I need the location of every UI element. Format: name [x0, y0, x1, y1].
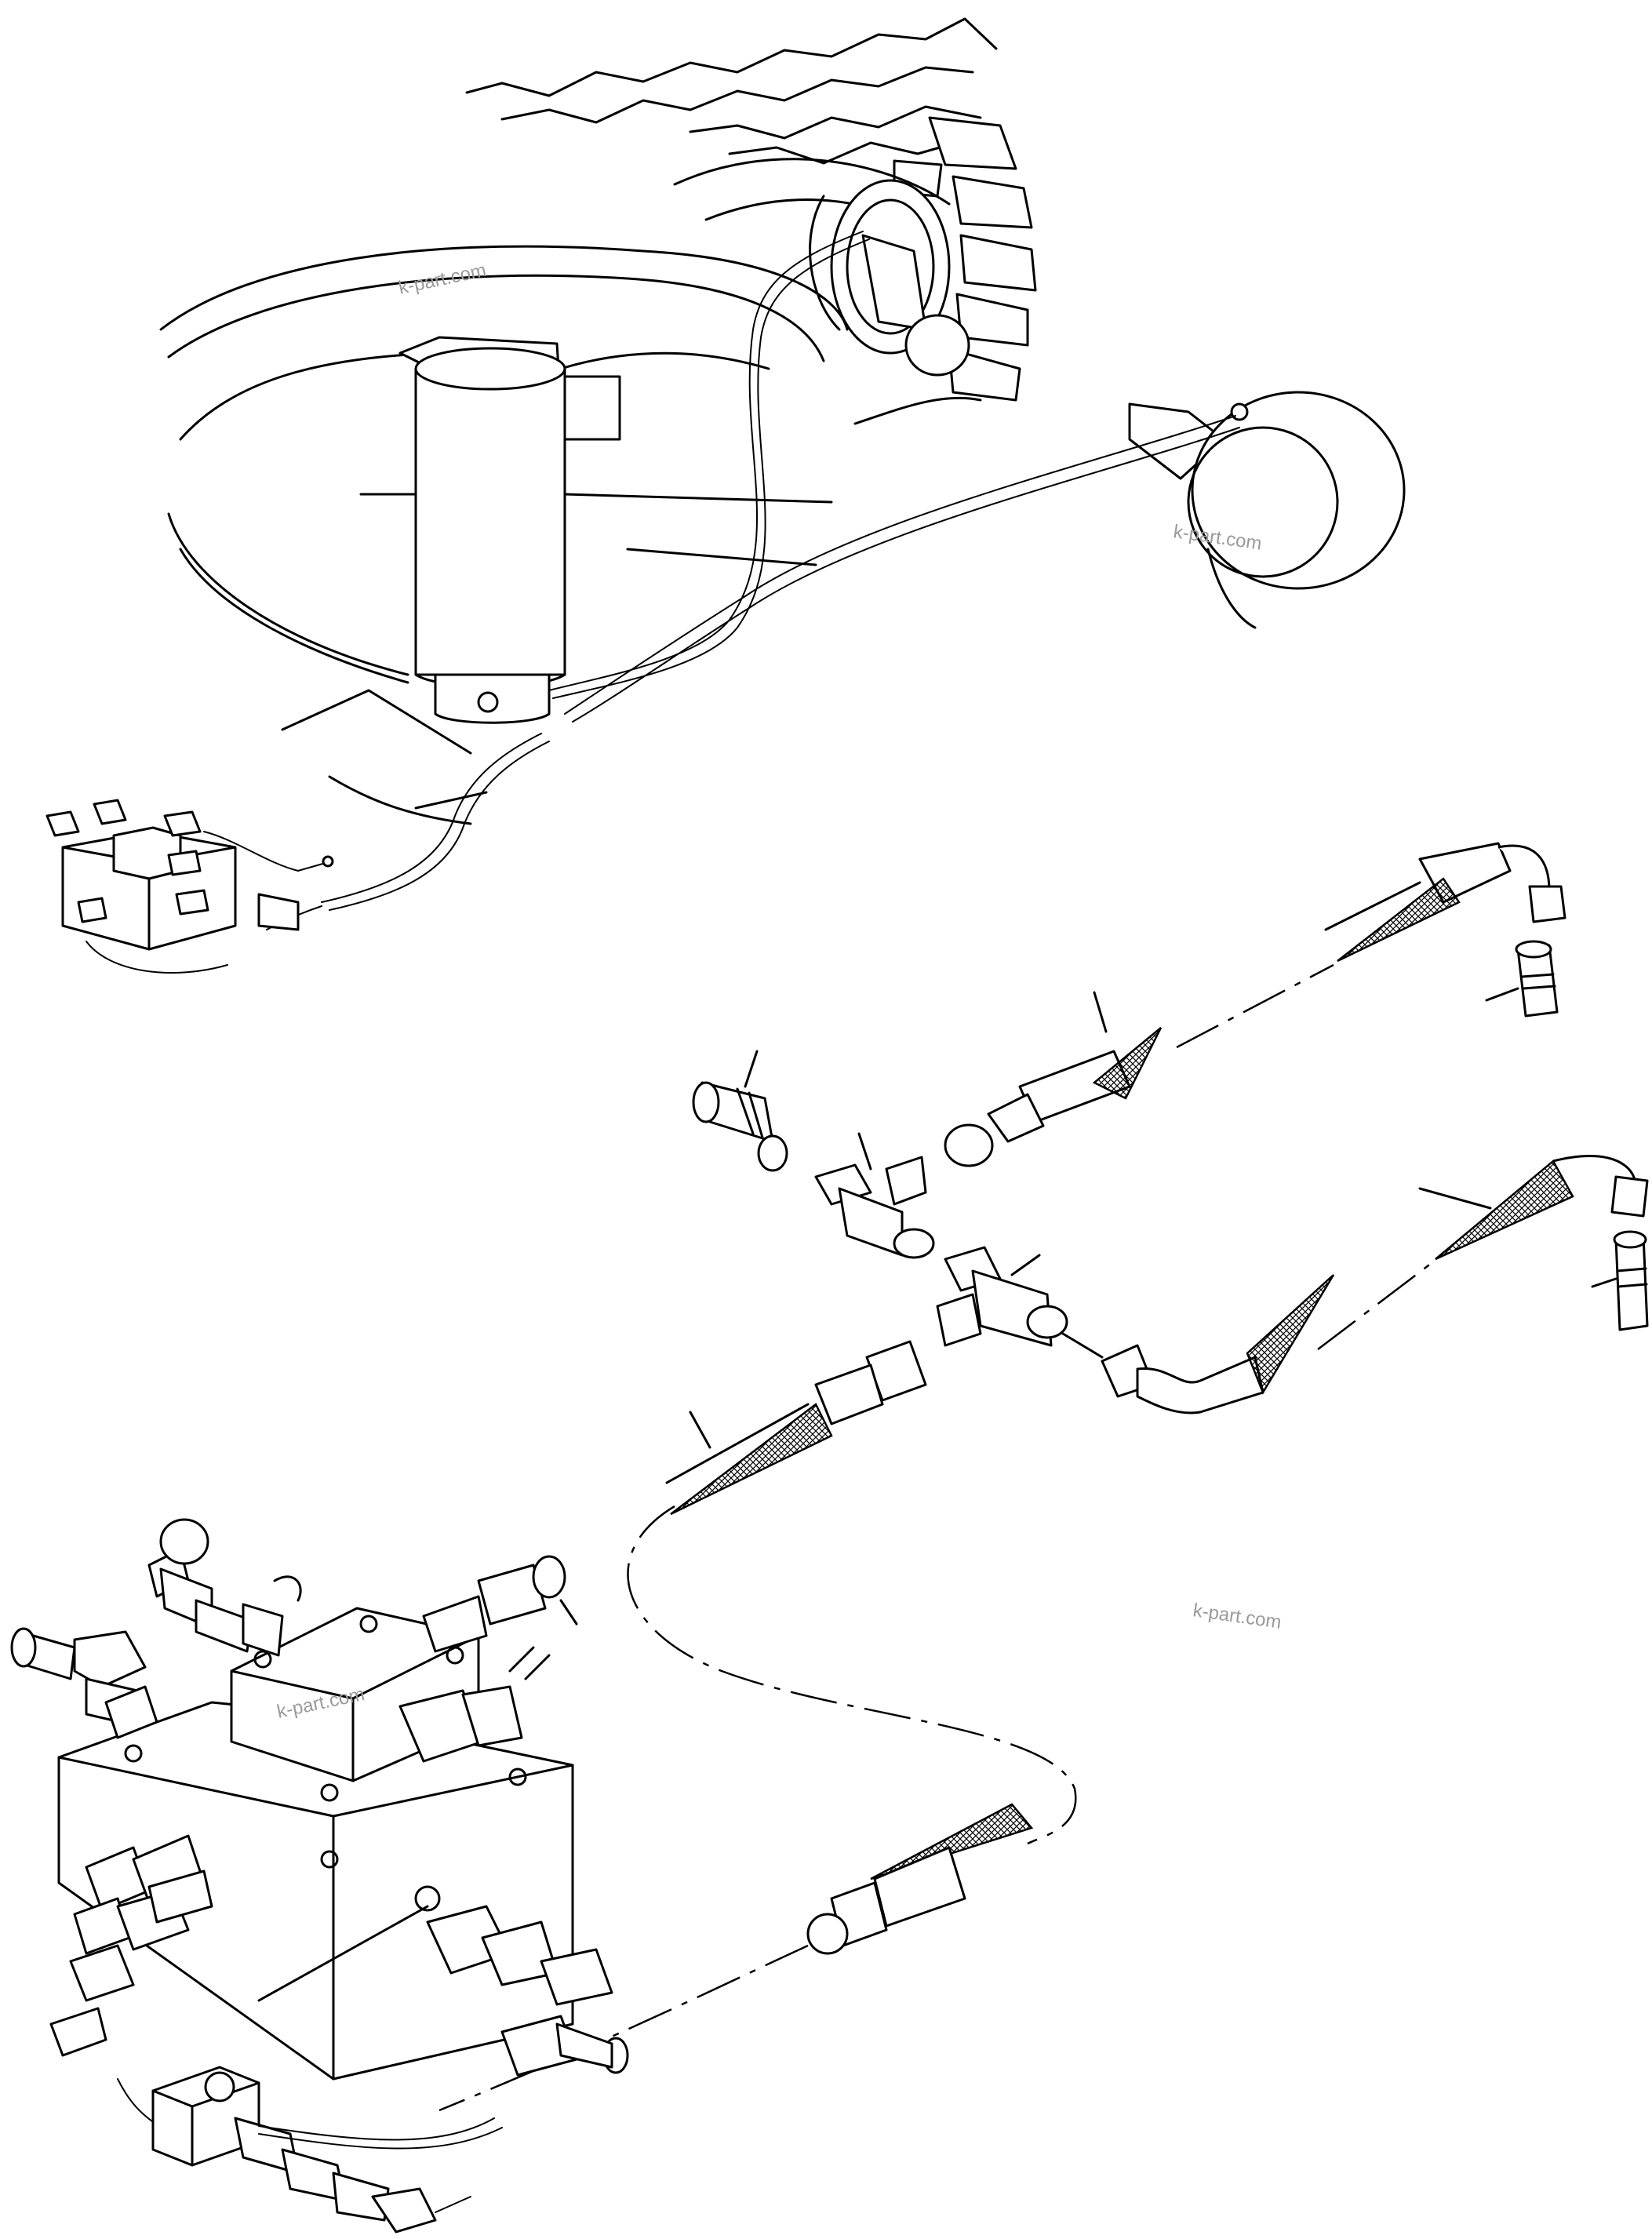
valve-fittings-base	[117, 2066, 503, 2234]
axle-housing	[159, 245, 849, 825]
hose-assembly-mid	[944, 991, 1163, 1167]
valve-fittings-right	[398, 1646, 551, 1763]
hose-to-lower-valve	[627, 1340, 1077, 1845]
wheel-hub	[809, 179, 970, 377]
differential-cylinder	[398, 336, 621, 724]
elbow-hose-lower-right	[1061, 1274, 1335, 1414]
valve-fittings-bottom	[49, 1834, 629, 2077]
tee-fitting-2	[936, 1246, 1068, 1347]
valve-fittings-top	[147, 1518, 578, 1657]
small-valve-block	[45, 799, 334, 974]
adapter-left	[692, 1050, 788, 1172]
brake-drum-right	[1128, 391, 1406, 629]
hose-assembly-upper	[1176, 842, 1566, 1049]
main-valve-block	[57, 1607, 574, 2081]
valve-fittings-left	[10, 1627, 158, 1739]
top-hose-lines	[266, 231, 1240, 930]
tire-tread	[465, 17, 1037, 425]
hose-lower	[438, 1803, 1034, 2112]
adapter-upper-right	[1485, 940, 1559, 1018]
adapter-right	[1591, 1230, 1649, 1331]
hose-assembly-right	[1317, 1155, 1649, 1350]
tee-fitting-1	[814, 1132, 935, 1259]
watermark-middle-right: k-part.com	[1192, 1600, 1283, 1633]
watermark-top-left: k-part.com	[397, 260, 488, 299]
